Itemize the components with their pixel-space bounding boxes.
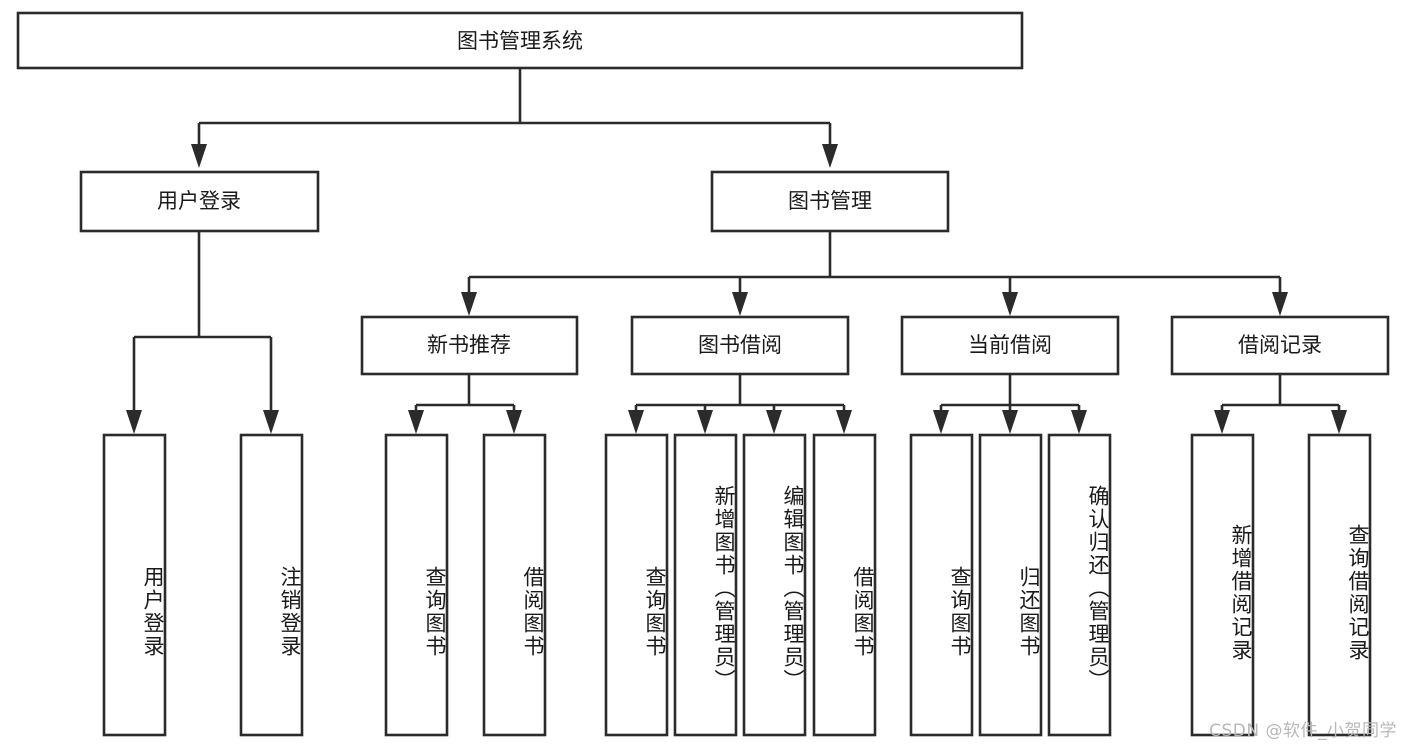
leaf-box-current-borrow-3[interactable] — [1047, 433, 1112, 737]
node-book-manage-label: 图书管理 — [788, 189, 872, 213]
node-root-box[interactable] — [16, 11, 1024, 70]
node-book-manage-box[interactable] — [710, 170, 950, 233]
arrowhead-book-borrow-leaf3 — [766, 410, 782, 434]
arrowhead-root-to-user-login — [191, 144, 207, 168]
leaf-box-user-login-1[interactable] — [102, 433, 167, 737]
arrowhead-user-login-leaf2 — [263, 410, 279, 434]
arrowhead-bm-to-new-book — [461, 292, 477, 316]
node-new-book-box[interactable] — [360, 315, 579, 376]
arrowhead-book-borrow-leaf4 — [836, 410, 852, 434]
leaf-box-borrow-record-2[interactable] — [1307, 433, 1372, 737]
node-borrow-record-box[interactable] — [1170, 315, 1390, 376]
arrowhead-current-borrow-leaf2 — [1002, 410, 1018, 434]
node-current-borrow-box[interactable] — [900, 315, 1120, 376]
leaf-box-current-borrow-1[interactable] — [909, 433, 974, 737]
arrowhead-book-borrow-leaf2 — [697, 410, 713, 434]
arrowhead-bm-to-current-borrow — [1002, 292, 1018, 316]
arrowhead-user-login-leaf1 — [126, 410, 142, 434]
node-root-label: 图书管理系统 — [457, 29, 583, 53]
arrowhead-borrow-record-leaf1 — [1214, 410, 1230, 434]
csdn-watermark: CSDN @软件_小贺同学 — [1209, 721, 1397, 741]
leaf-box-book-borrow-4[interactable] — [812, 433, 877, 737]
node-book-borrow-label: 图书借阅 — [698, 333, 782, 357]
node-book-borrow-box[interactable] — [630, 315, 850, 376]
arrowhead-current-borrow-leaf3 — [1071, 410, 1087, 434]
leaf-box-new-book-2[interactable] — [482, 433, 547, 737]
arrowhead-bm-to-borrow-record — [1272, 292, 1288, 316]
arrowhead-borrow-record-leaf2 — [1331, 410, 1347, 434]
leaf-box-book-borrow-3[interactable] — [742, 433, 807, 737]
arrowhead-book-borrow-leaf1 — [628, 410, 644, 434]
node-borrow-record-label: 借阅记录 — [1238, 333, 1322, 357]
arrowhead-bm-to-book-borrow — [732, 292, 748, 316]
node-user-login-label: 用户登录 — [157, 189, 241, 213]
arrowhead-new-book-leaf2 — [506, 410, 522, 434]
arrowhead-new-book-leaf1 — [408, 410, 424, 434]
leaf-box-book-borrow-2[interactable] — [673, 433, 738, 737]
leaf-box-borrow-record-1[interactable] — [1190, 433, 1255, 737]
arrowhead-current-borrow-leaf1 — [933, 410, 949, 434]
leaf-box-current-borrow-2[interactable] — [978, 433, 1043, 737]
leaf-box-user-login-2[interactable] — [239, 433, 304, 737]
node-current-borrow-label: 当前借阅 — [968, 333, 1052, 357]
arrowhead-root-to-book-manage — [822, 144, 838, 168]
node-new-book-label: 新书推荐 — [427, 333, 511, 357]
leaf-box-new-book-1[interactable] — [384, 433, 449, 737]
leaf-box-book-borrow-1[interactable] — [604, 433, 669, 737]
